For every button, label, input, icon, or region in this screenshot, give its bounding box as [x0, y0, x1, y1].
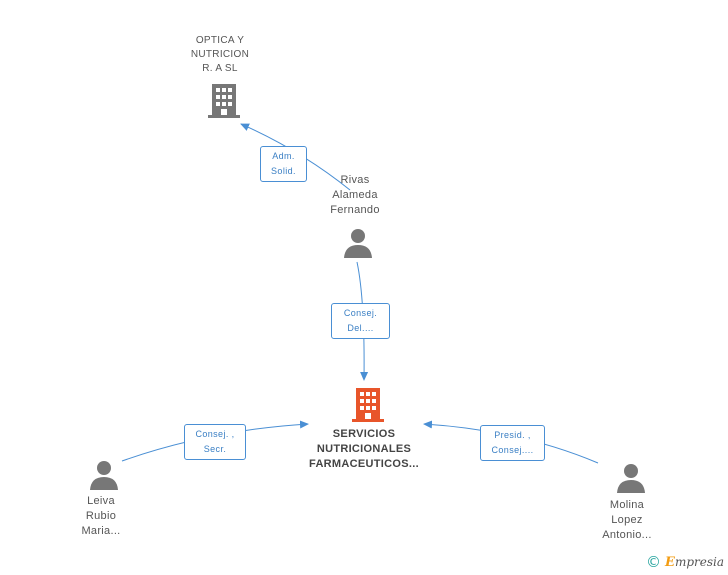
person-icon[interactable]	[89, 460, 119, 490]
building-icon-main[interactable]	[352, 388, 384, 422]
node-label-molina: Molina Lopez Antonio...	[602, 499, 652, 541]
edge-label-consej-secr: Consej. , Secr.	[184, 424, 246, 460]
edge-label-adm-solid: Adm. Solid.	[260, 146, 307, 182]
person-icon[interactable]	[343, 228, 373, 258]
node-label-servicios[interactable]: SERVICIOS NUTRICIONALES FARMACEUTICOS...	[309, 428, 419, 470]
building-icon[interactable]	[208, 84, 240, 118]
edge-label-consej-del: Consej. Del....	[331, 303, 390, 339]
edge-label-presid-consej: Presid. , Consej....	[480, 425, 545, 461]
person-icon[interactable]	[616, 463, 646, 493]
node-label-leiva: Leiva Rubio Maria...	[81, 495, 121, 537]
brand-logo: Empresia	[665, 554, 724, 570]
copyright-icon: ©	[646, 553, 662, 571]
footer-brand: © Empresia	[646, 553, 724, 571]
node-label-rivas: Rivas Alameda Fernando	[330, 174, 380, 216]
node-label-optica: OPTICA Y NUTRICION R. A SL	[190, 35, 250, 74]
